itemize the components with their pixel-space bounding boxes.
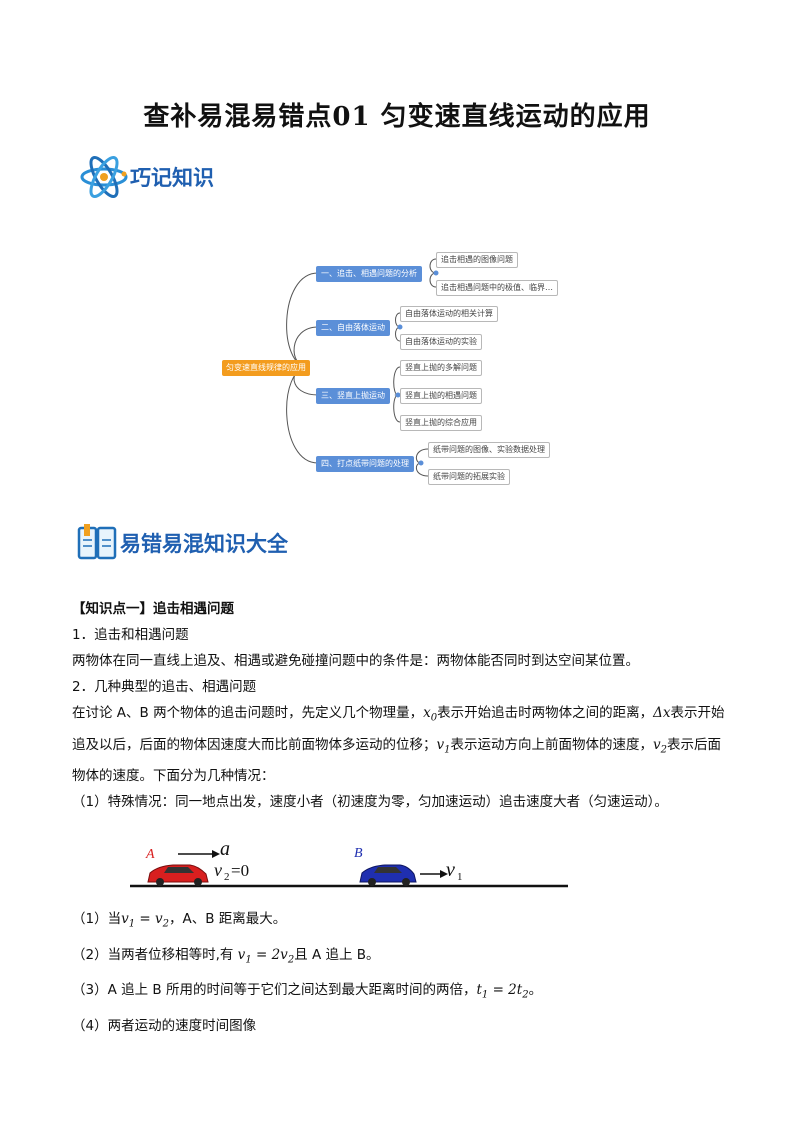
knowledge-point-title: 【知识点一】追击相遇问题 <box>72 601 234 617</box>
mind-map-leaf: 追击相遇的图像问题 <box>436 252 518 268</box>
chase-diagram: A B a v 2 =0 v 1 <box>130 838 568 888</box>
section-title: 易错易混知识大全 <box>120 531 288 556</box>
mind-map-branch-2: 二、自由落体运动 <box>316 320 390 336</box>
paragraph-definitions: 在讨论 A、B 两个物体的追击问题时，先定义几个物理量，x0表示开始追击时两物体… <box>72 705 725 785</box>
mind-map-leaf: 竖直上抛的多解问题 <box>400 360 482 376</box>
symbol-x0: x0 <box>423 705 438 724</box>
mind-map-leaf: 追击相遇问题中的极值、临界… <box>436 280 558 296</box>
car-b-icon <box>359 864 417 886</box>
label-a: A <box>145 847 155 862</box>
mind-map-leaf: 竖直上抛的相遇问题 <box>400 388 482 404</box>
mind-map-leaf: 纸带问题的图像、实验数据处理 <box>428 442 550 458</box>
section-header-tricks: 巧记知识 <box>78 152 214 202</box>
arrow-right-icon <box>178 850 220 858</box>
label-b: B <box>354 846 363 861</box>
arrow-right-icon <box>420 870 448 878</box>
mind-map-branch-4: 四、打点纸带问题的处理 <box>316 456 414 472</box>
label-v1-sub: 1 <box>457 871 463 883</box>
conclusion-list: （1）当v1 = v2，A、B 距离最大。 （2）当两者位移相等时,有 v1 =… <box>72 904 732 1041</box>
symbol-delta-x: Δx <box>653 705 671 721</box>
car-a-icon <box>147 864 209 886</box>
label-v1: v <box>446 859 455 881</box>
mind-map-branch-3: 三、竖直上抛运动 <box>316 388 390 404</box>
subheading-2: 2．几种典型的追击、相遇问题 <box>72 679 257 695</box>
case-1: （1）特殊情况：同一地点出发，速度小者（初速度为零，匀加速运动）追击速度大者（匀… <box>72 794 668 811</box>
list-item: （1）当v1 = v2，A、B 距离最大。 <box>72 911 287 930</box>
section-title: 巧记知识 <box>130 165 214 190</box>
mind-map-root: 匀变速直线规律的应用 <box>222 360 310 376</box>
content-body: 【知识点一】追击相遇问题 1．追击和相遇问题 两物体在同一直线上追及、相遇或避免… <box>72 596 732 815</box>
list-item: （3）A 追上 B 所用的时间等于它们之间达到最大距离时间的两倍，t1 = 2t… <box>72 982 543 1002</box>
mind-map-leaf: 自由落体运动的实验 <box>400 334 482 350</box>
formula-t1-eq-2t2: t1 = 2t2 <box>476 982 529 1002</box>
mind-map: 匀变速直线规律的应用 一、追击、相遇问题的分析 二、自由落体运动 三、竖直上抛运… <box>218 245 578 490</box>
mind-map-branch-1: 一、追击、相遇问题的分析 <box>316 266 422 282</box>
list-item: （4）两者运动的速度时间图像 <box>72 1018 257 1035</box>
symbol-v1: v1 <box>436 736 451 756</box>
atom-icon <box>80 156 128 198</box>
book-icon <box>77 524 117 560</box>
page-title: 查补易混易错点01 匀变速直线运动的应用 <box>143 102 651 132</box>
label-accel: a <box>220 838 230 860</box>
section-header-knowledge: 易错易混知识大全 <box>76 522 288 564</box>
paragraph-condition: 两物体在同一直线上追及、相遇或避免碰撞问题中的条件是：两物体能否同时到达空间某位… <box>72 653 639 669</box>
symbol-v2: v2 <box>653 736 668 756</box>
mind-map-leaf: 竖直上抛的综合应用 <box>400 415 482 431</box>
formula-v1-eq-2v2: v1 = 2v2 <box>233 946 295 966</box>
list-item: （2）当两者位移相等时,有 v1 = 2v2且 A 追上 B。 <box>72 946 380 966</box>
mind-map-leaf: 自由落体运动的相关计算 <box>400 306 498 322</box>
label-v2: v <box>214 860 222 880</box>
formula-v1-eq-v2: v1 = v2 <box>121 911 170 930</box>
label-v2-value: =0 <box>231 861 249 880</box>
mind-map-leaf: 纸带问题的拓展实验 <box>428 469 510 485</box>
subheading-1: 1．追击和相遇问题 <box>72 627 189 643</box>
chase-figure: A B a v 2 =0 v 1 <box>128 836 573 892</box>
label-v2-sub: 2 <box>224 871 230 883</box>
